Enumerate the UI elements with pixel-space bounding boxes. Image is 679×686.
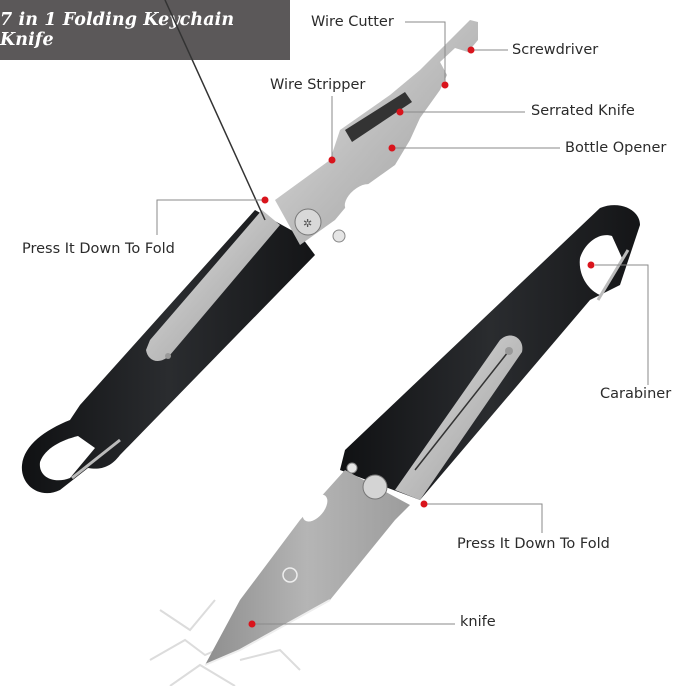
dot-screwdriver: [467, 46, 475, 54]
left-multitool-knife: ✲: [21, 0, 478, 494]
dot-press-fold-left: [261, 196, 269, 204]
label-serrated-knife: Serrated Knife: [531, 103, 635, 119]
svg-text:✲: ✲: [303, 217, 312, 230]
label-screwdriver: Screwdriver: [512, 42, 599, 58]
dot-bottle-opener: [388, 144, 396, 152]
label-press-fold-left: Press It Down To Fold: [22, 241, 175, 257]
leader-lines: [156, 21, 649, 625]
label-press-fold-right: Press It Down To Fold: [457, 536, 610, 552]
dot-knife: [248, 620, 256, 628]
dot-wire-stripper: [328, 156, 336, 164]
label-knife: knife: [460, 614, 496, 630]
crack-decoration: [149, 599, 301, 686]
dot-serrated-knife: [396, 108, 404, 116]
label-wire-cutter: Wire Cutter: [311, 14, 394, 30]
callout-dots: [248, 46, 595, 628]
label-bottle-opener: Bottle Opener: [565, 140, 667, 156]
dot-wire-cutter: [441, 81, 449, 89]
dot-press-fold-right: [420, 500, 428, 508]
label-wire-stripper: Wire Stripper: [270, 77, 366, 93]
label-carabiner: Carabiner: [600, 386, 672, 402]
dot-carabiner: [587, 261, 595, 269]
right-folding-knife: [204, 205, 640, 666]
